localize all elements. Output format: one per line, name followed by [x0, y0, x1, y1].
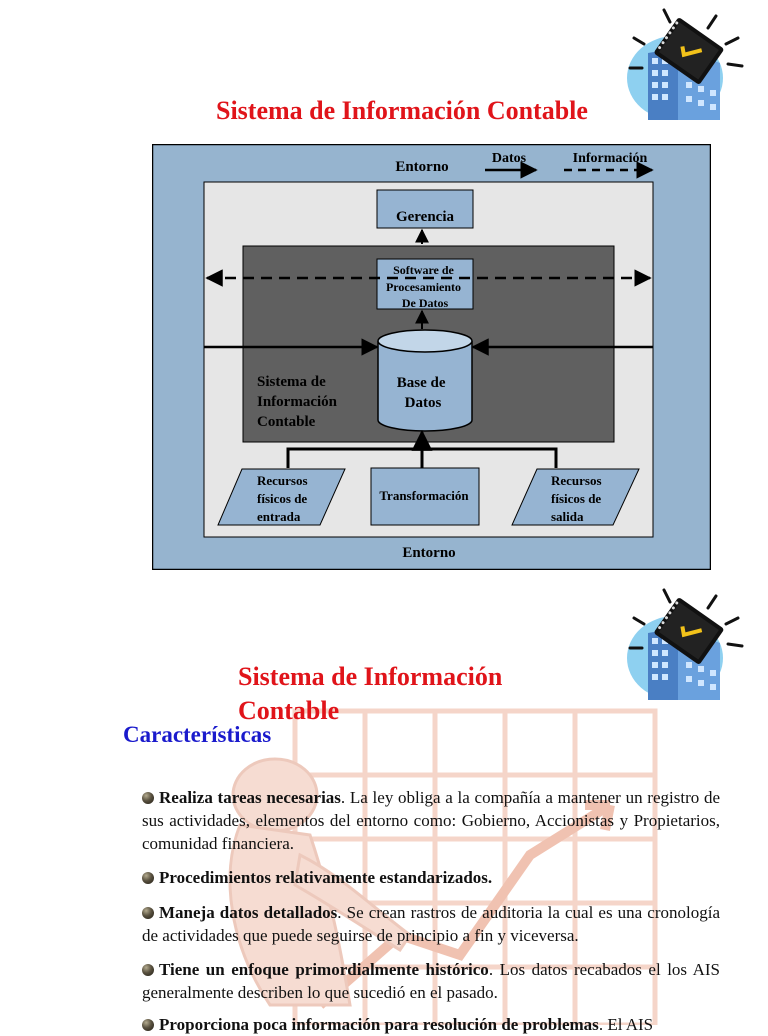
ais-diagram: Entorno Datos Información Gerencia Softw…: [152, 144, 711, 570]
slide2-title: Sistema de Información Contable: [238, 660, 502, 728]
bullet-text: . Se crean rastros de auditoria la cual …: [142, 903, 720, 945]
bullet-text: . La ley obliga a la compañía a mantener…: [142, 788, 720, 853]
slide2-title-line1: Sistema de Información: [238, 662, 503, 691]
bullet-bold: Procedimientos relativamente estandariza…: [159, 868, 493, 887]
gerencia-label: Gerencia: [396, 209, 455, 225]
recursos-entrada-box: [217, 468, 346, 526]
subtitle-caracteristicas: Características: [123, 722, 272, 747]
entorno-top-label: Entorno: [395, 159, 448, 175]
clipart-building-book-icon: [627, 588, 744, 700]
bullet-item-3: Maneja datos detallados. Se crean rastro…: [142, 901, 720, 947]
bullet-bold: Proporciona poca información para resolu…: [159, 1015, 599, 1034]
watermark-sketch-icon: [228, 708, 658, 1025]
base-datos-label: Base de Datos: [397, 375, 450, 411]
bullet-dot-icon: [142, 964, 154, 976]
bullet-item-1: Realiza tareas necesarias. La ley obliga…: [142, 786, 720, 855]
transformacion-label: Transformación: [379, 488, 469, 503]
transformacion-box: [370, 467, 480, 526]
legend-datos-label: Datos: [492, 151, 527, 166]
bullet-dot-icon: [142, 907, 154, 919]
database-cylinder: [377, 329, 473, 432]
slide1-title: Sistema de Información Contable: [216, 96, 588, 125]
clipart-building-book-icon: [627, 8, 744, 120]
legend-informacion-label: Información: [573, 151, 648, 166]
bullet-item-2: Procedimientos relativamente estandariza…: [142, 866, 720, 889]
recursos-salida-box: [511, 468, 640, 526]
bullet-bold: Tiene un enfoque primordialmente históri…: [159, 960, 489, 979]
bullet-text: . Los datos recabados el los AIS general…: [142, 960, 720, 1002]
slide2-title-line2: Contable: [238, 696, 340, 725]
bullet-item-5: Proporciona poca información para resolu…: [142, 1013, 720, 1036]
recursos-entrada-label: Recursos físicos de entrada: [257, 473, 311, 524]
bullet-bold: Maneja datos detallados: [159, 903, 338, 922]
bullet-dot-icon: [142, 872, 154, 884]
bullet-dot-icon: [142, 1019, 154, 1031]
sistema-label: Sistema de Información Contable: [257, 374, 341, 430]
bullet-bold: Realiza tareas necesarias: [159, 788, 341, 807]
bullet-dot-icon: [142, 792, 154, 804]
bullet-text: . El AIS: [598, 1015, 654, 1034]
entorno-bottom-label: Entorno: [402, 545, 455, 561]
recursos-salida-label: Recursos físicos de salida: [551, 473, 605, 524]
gerencia-box: [376, 189, 474, 229]
bullet-item-4: Tiene un enfoque primordialmente históri…: [142, 958, 720, 1004]
